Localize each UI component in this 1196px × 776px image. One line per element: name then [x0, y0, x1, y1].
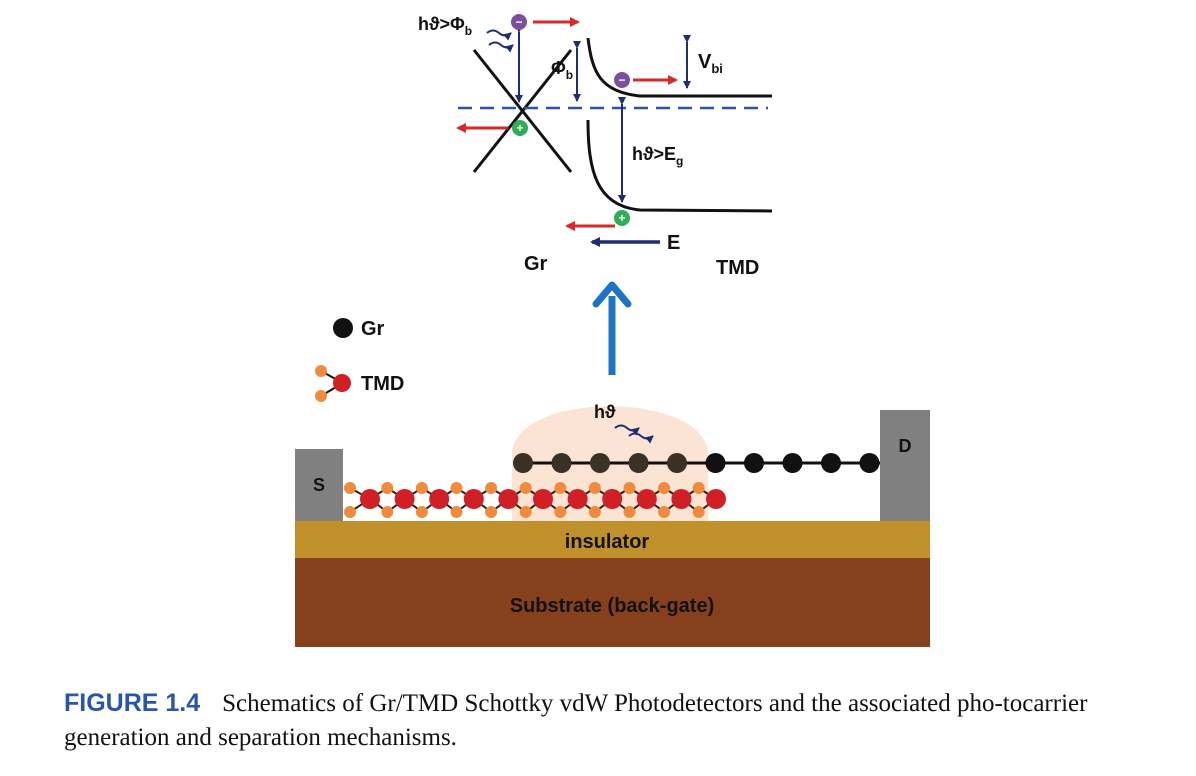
chalcogen-atom — [485, 482, 498, 494]
conduction-band-curve — [586, 37, 772, 98]
chalcogen-atom — [381, 482, 394, 494]
chalcogen-atom — [344, 482, 356, 494]
barrier-height-label: Φb — [551, 58, 573, 82]
carbon-atom — [551, 453, 572, 473]
svg-text:+: + — [516, 121, 523, 135]
vbi-label: Vbi — [698, 51, 723, 76]
hole-icon: + — [614, 210, 630, 226]
carbon-atom — [590, 453, 610, 473]
photon-label: hϑ — [594, 402, 616, 422]
chalcogen-atom — [658, 506, 671, 518]
field-label: E — [667, 232, 680, 254]
substrate-label: Substrate (back-gate) — [510, 595, 715, 617]
svg-text:−: − — [515, 15, 522, 29]
legend-tmd-label: TMD — [361, 373, 404, 395]
metal-atom — [602, 489, 623, 509]
photon-squiggle-icon — [614, 424, 640, 436]
figure-diagram: − − + + hϑ>Φb Φb Vbi hϑ>Eg E Gr TMD G — [295, 14, 930, 647]
legend-gr-marker — [333, 318, 353, 338]
photon-squiggle-icon — [628, 432, 654, 444]
chalcogen-atom — [519, 506, 532, 518]
svg-text:−: − — [618, 73, 625, 87]
legend-gr-label: Gr — [361, 318, 385, 340]
chalcogen-atom — [554, 506, 567, 518]
photon-energy-tmd-label: hϑ>Eg — [632, 144, 683, 168]
zoom-up-arrow — [592, 281, 632, 375]
legend: Gr TMD — [315, 318, 404, 402]
gr-side-label: Gr — [524, 253, 548, 275]
metal-atom — [533, 489, 553, 509]
hole-icon: + — [512, 120, 528, 136]
metal-atom — [429, 489, 450, 509]
chalcogen-atom — [450, 482, 463, 494]
metal-atom — [394, 489, 415, 509]
carbon-atom — [744, 453, 764, 473]
caption-text: Schematics of Gr/TMD Schottky vdW Photod… — [64, 690, 1088, 751]
insulator-label: insulator — [565, 531, 650, 553]
metal-atom — [567, 489, 588, 509]
chalcogen-atom — [588, 506, 601, 518]
source-label: S — [313, 475, 325, 495]
carbon-atom — [782, 453, 803, 473]
chalcogen-atom — [415, 506, 428, 518]
chalcogen-atom — [692, 506, 705, 518]
photon-squiggle-icon — [486, 29, 512, 41]
metal-atom — [463, 489, 484, 509]
chalcogen-atom — [450, 506, 463, 518]
metal-atom — [360, 489, 380, 509]
chalcogen-atom — [519, 482, 532, 494]
metal-atom — [498, 489, 519, 509]
photon-squiggle-icon — [488, 41, 514, 53]
metal-atom — [706, 489, 726, 509]
carbon-atom — [859, 453, 880, 473]
carbon-atom — [821, 453, 841, 473]
carbon-atom — [628, 453, 649, 473]
drain-label: D — [899, 436, 912, 456]
carbon-atom — [705, 453, 726, 473]
metal-atom — [671, 489, 692, 509]
chalcogen-atom — [623, 506, 636, 518]
chalcogen-atom — [485, 506, 498, 518]
chalcogen-atom — [623, 482, 636, 494]
chalcogen-atom — [415, 482, 428, 494]
chalcogen-atom — [554, 482, 567, 494]
caption-label: FIGURE 1.4 — [64, 689, 201, 717]
drain-contact — [880, 410, 930, 521]
electron-icon: − — [511, 14, 527, 30]
chalcogen-atom — [588, 482, 601, 494]
insulator-layer — [295, 521, 930, 558]
tmd-side-label: TMD — [716, 257, 759, 279]
band-diagram: − − + + hϑ>Φb Φb Vbi hϑ>Eg E Gr TMD — [418, 14, 773, 279]
chalcogen-atom — [658, 482, 671, 494]
dirac-cone-line — [472, 49, 573, 173]
chalcogen-atom — [344, 506, 356, 518]
carbon-atom — [667, 453, 687, 473]
device-cross-section: Substrate (back-gate) insulator hϑ S D — [295, 402, 930, 647]
metal-atom — [636, 489, 657, 509]
carbon-atom — [513, 453, 533, 473]
legend-tmd-marker — [315, 365, 351, 402]
source-contact — [295, 449, 343, 521]
tmd-layer — [344, 482, 726, 518]
substrate-layer — [295, 557, 930, 647]
graphene-layer — [513, 453, 880, 473]
chalcogen-atom — [381, 506, 394, 518]
svg-text:+: + — [618, 211, 625, 225]
photon-energy-gr-label: hϑ>Φb — [418, 14, 472, 38]
electron-icon: − — [614, 72, 630, 88]
valence-band-curve — [586, 119, 773, 213]
chalcogen-atom — [692, 482, 705, 494]
